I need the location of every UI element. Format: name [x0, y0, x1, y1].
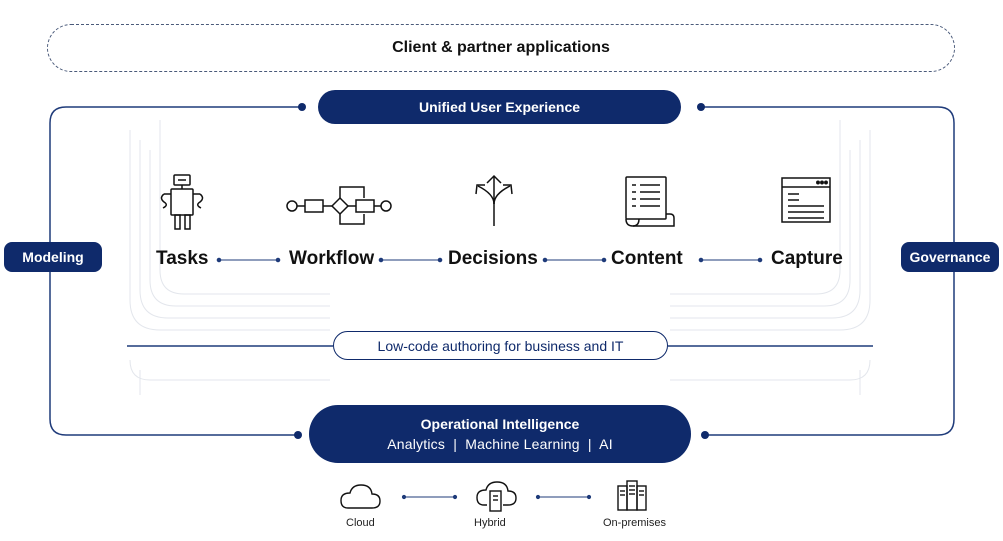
stage-connectors: [216, 257, 763, 263]
client-partner-applications-label: Client & partner applications: [392, 39, 610, 56]
low-code-authoring-pill: Low-code authoring for business and IT: [333, 331, 668, 360]
client-partner-applications-box: Client & partner applications: [47, 24, 955, 72]
hybrid-cloud-icon: [476, 481, 517, 512]
document-icon: [625, 176, 675, 227]
outer-loop-lines: [49, 106, 955, 436]
modeling-label: Modeling: [22, 249, 84, 265]
operational-intelligence-title: Operational Intelligence: [420, 416, 580, 432]
modeling-pill: Modeling: [4, 242, 102, 272]
unified-user-experience-label: Unified User Experience: [418, 99, 581, 115]
decorative-circuit-lines: [129, 120, 871, 395]
operational-intelligence-pill: Operational Intelligence Analytics | Mac…: [309, 405, 691, 463]
deployment-on-premises-label: On-premises: [603, 517, 666, 529]
deployment-hybrid-label: Hybrid: [474, 517, 506, 529]
unified-user-experience-pill: Unified User Experience: [318, 90, 681, 124]
stage-workflow-label: Workflow: [289, 248, 375, 269]
deployment-connectors: [401, 494, 592, 500]
stage-capture-label: Capture: [771, 248, 843, 269]
deployment-cloud-label: Cloud: [346, 517, 375, 529]
low-code-authoring-label: Low-code authoring for business and IT: [377, 337, 624, 354]
stage-decisions-label: Decisions: [448, 248, 538, 269]
robot-icon: [160, 174, 204, 230]
workflow-icon: [286, 186, 392, 225]
browser-window-icon: [781, 177, 831, 223]
governance-label: Governance: [909, 249, 991, 265]
cloud-icon: [340, 484, 381, 509]
decision-arrows-icon: [475, 174, 513, 226]
stage-tasks-label: Tasks: [156, 248, 209, 269]
operational-intelligence-subtitle: Analytics | Machine Learning | AI: [387, 436, 613, 452]
server-icon: [617, 480, 647, 511]
stage-content-label: Content: [611, 248, 683, 269]
governance-pill: Governance: [901, 242, 999, 272]
connector-dots: [294, 103, 709, 439]
